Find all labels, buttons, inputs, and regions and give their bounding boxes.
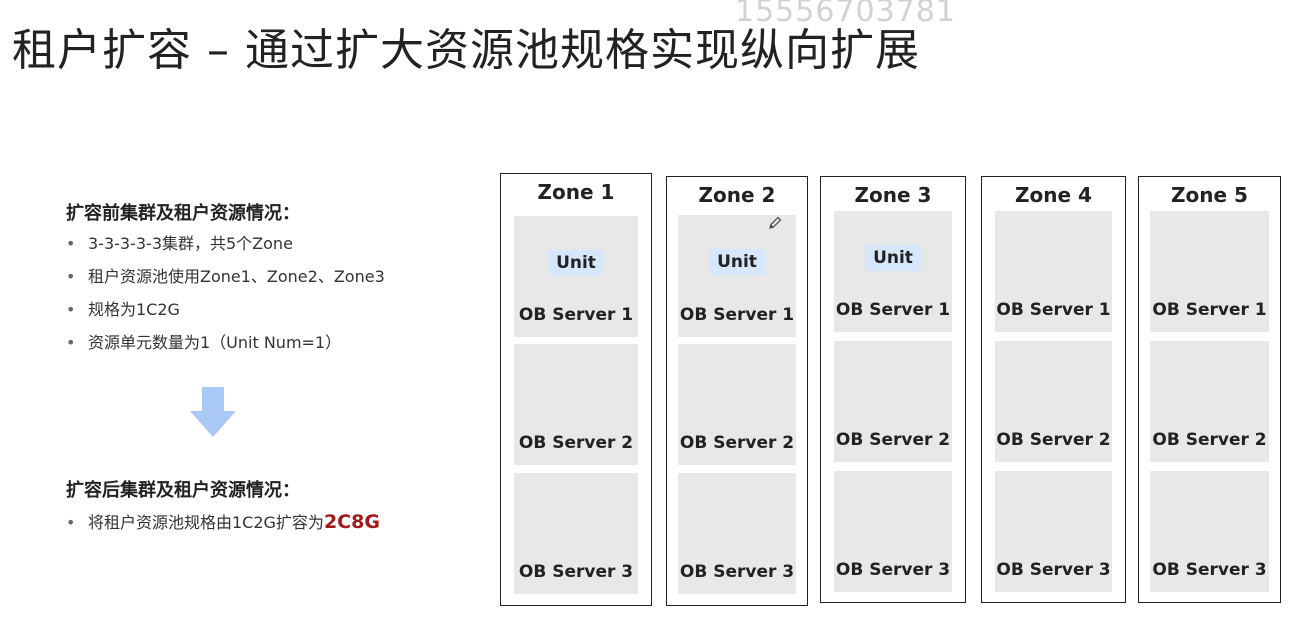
after-heading: 扩容后集群及租户资源情况： [66, 480, 300, 501]
server-label: OB Server 2 [996, 430, 1111, 450]
bullet-icon: • [66, 513, 76, 532]
server-label: OB Server 1 [835, 300, 951, 320]
server-label: OB Server 2 [835, 430, 951, 450]
server-box: OB Server 3 [514, 473, 638, 594]
list-item: •资源单元数量为1（Unit Num=1） [66, 326, 385, 359]
server-box: Unit OB Server 1 [514, 216, 638, 337]
server-label: OB Server 3 [518, 562, 634, 582]
server-box: OB Server 2 [678, 344, 796, 465]
zone-2: Zone 2 Unit OB Server 1 OB Server 2 OB S… [666, 176, 808, 606]
zone-5: Zone 5 OB Server 1 OB Server 2 OB Server… [1138, 176, 1281, 603]
spec-highlight: 2C8G [323, 511, 380, 533]
server-label: OB Server 1 [679, 305, 795, 325]
server-box: OB Server 3 [1150, 471, 1269, 592]
server-box: Unit OB Server 1 [834, 211, 952, 332]
list-item: •规格为1C2G [66, 293, 385, 326]
zone-3: Zone 3 Unit OB Server 1 OB Server 2 OB S… [820, 176, 966, 603]
unit-badge: Unit [709, 249, 765, 275]
server-label: OB Server 3 [1152, 560, 1267, 580]
server-label: OB Server 3 [679, 562, 795, 582]
before-heading: 扩容前集群及租户资源情况： [66, 203, 300, 224]
bullet-icon: • [66, 333, 76, 352]
server-label: OB Server 3 [996, 560, 1111, 580]
bullet-icon: • [66, 267, 76, 286]
zone-title: Zone 5 [1171, 183, 1248, 207]
unit-badge: Unit [548, 250, 604, 276]
server-label: OB Server 3 [835, 560, 951, 580]
server-box: OB Server 3 [678, 473, 796, 594]
server-label: OB Server 1 [996, 300, 1111, 320]
before-list: •3-3-3-3-3集群，共5个Zone •租户资源池使用Zone1、Zone2… [66, 227, 385, 359]
server-box: OB Server 1 [1150, 211, 1269, 332]
server-box: OB Server 2 [834, 341, 952, 462]
server-label: OB Server 2 [518, 433, 634, 453]
server-box: OB Server 3 [834, 471, 952, 592]
zone-title: Zone 4 [1015, 183, 1092, 207]
zone-4: Zone 4 OB Server 1 OB Server 2 OB Server… [981, 176, 1126, 603]
server-box: OB Server 1 [995, 211, 1112, 332]
server-label: OB Server 2 [679, 433, 795, 453]
zone-1: Zone 1 Unit OB Server 1 OB Server 2 OB S… [500, 173, 652, 606]
after-list: •将租户资源池规格由1C2G扩容为2C8G [66, 506, 380, 539]
server-label: OB Server 2 [1152, 430, 1267, 450]
server-box: OB Server 2 [514, 344, 638, 465]
server-box: OB Server 3 [995, 471, 1112, 592]
list-item: •3-3-3-3-3集群，共5个Zone [66, 227, 385, 260]
list-item: •将租户资源池规格由1C2G扩容为2C8G [66, 506, 380, 539]
down-arrow-icon [190, 387, 236, 437]
server-box: OB Server 2 [1150, 341, 1269, 462]
list-item: •租户资源池使用Zone1、Zone2、Zone3 [66, 260, 385, 293]
page-title: 租户扩容 – 通过扩大资源池规格实现纵向扩展 [12, 25, 920, 76]
zone-title: Zone 3 [854, 183, 932, 207]
zone-title: Zone 2 [698, 183, 776, 207]
server-box: OB Server 2 [995, 341, 1112, 462]
server-box: Unit OB Server 1 [678, 215, 796, 337]
watermark: 15556703781 [735, 0, 956, 29]
server-label: OB Server 1 [1152, 300, 1267, 320]
server-label: OB Server 1 [518, 305, 634, 325]
bullet-icon: • [66, 234, 76, 253]
unit-badge: Unit [865, 245, 921, 271]
bullet-icon: • [66, 300, 76, 319]
pencil-icon [769, 216, 782, 229]
zone-title: Zone 1 [537, 180, 615, 204]
